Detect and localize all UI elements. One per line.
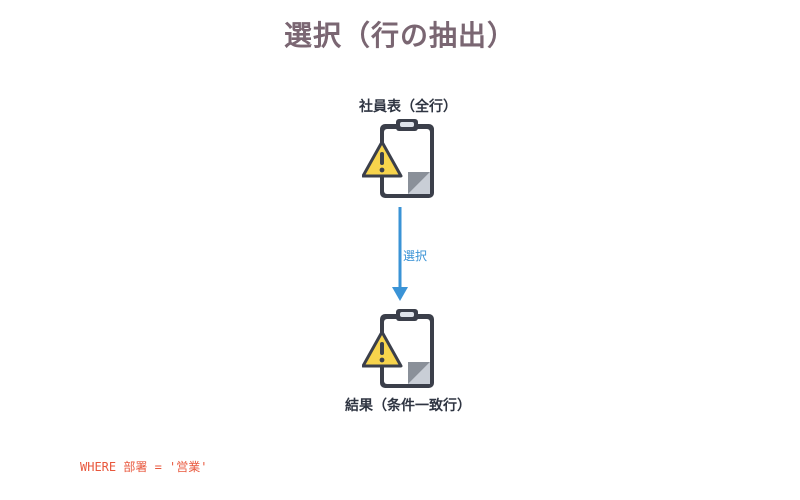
source-node xyxy=(361,118,446,202)
edge-label: 選択 xyxy=(403,249,428,263)
warning-exclamation-bar xyxy=(380,342,384,355)
source-node-label: 社員表（全行） xyxy=(359,99,457,115)
clipboard-clip-hole xyxy=(400,122,414,127)
clipboard-warning-icon xyxy=(361,309,434,388)
selection-arrow xyxy=(392,207,408,301)
condition-text: WHERE 部署 = '営業' xyxy=(80,460,208,474)
folded-corner-shadow xyxy=(408,172,430,194)
page-title: 選択（行の抽出） xyxy=(283,19,516,52)
clipboard-warning-icon xyxy=(361,119,434,198)
clipboard-clip-hole xyxy=(400,312,414,317)
warning-exclamation-dot xyxy=(379,357,385,363)
warning-exclamation-dot xyxy=(379,167,385,173)
warning-exclamation-bar xyxy=(380,152,384,165)
result-node-label: 結果（条件一致行） xyxy=(345,398,471,414)
arrow-head xyxy=(392,287,408,301)
result-node xyxy=(361,308,446,392)
folded-corner-shadow xyxy=(408,362,430,384)
